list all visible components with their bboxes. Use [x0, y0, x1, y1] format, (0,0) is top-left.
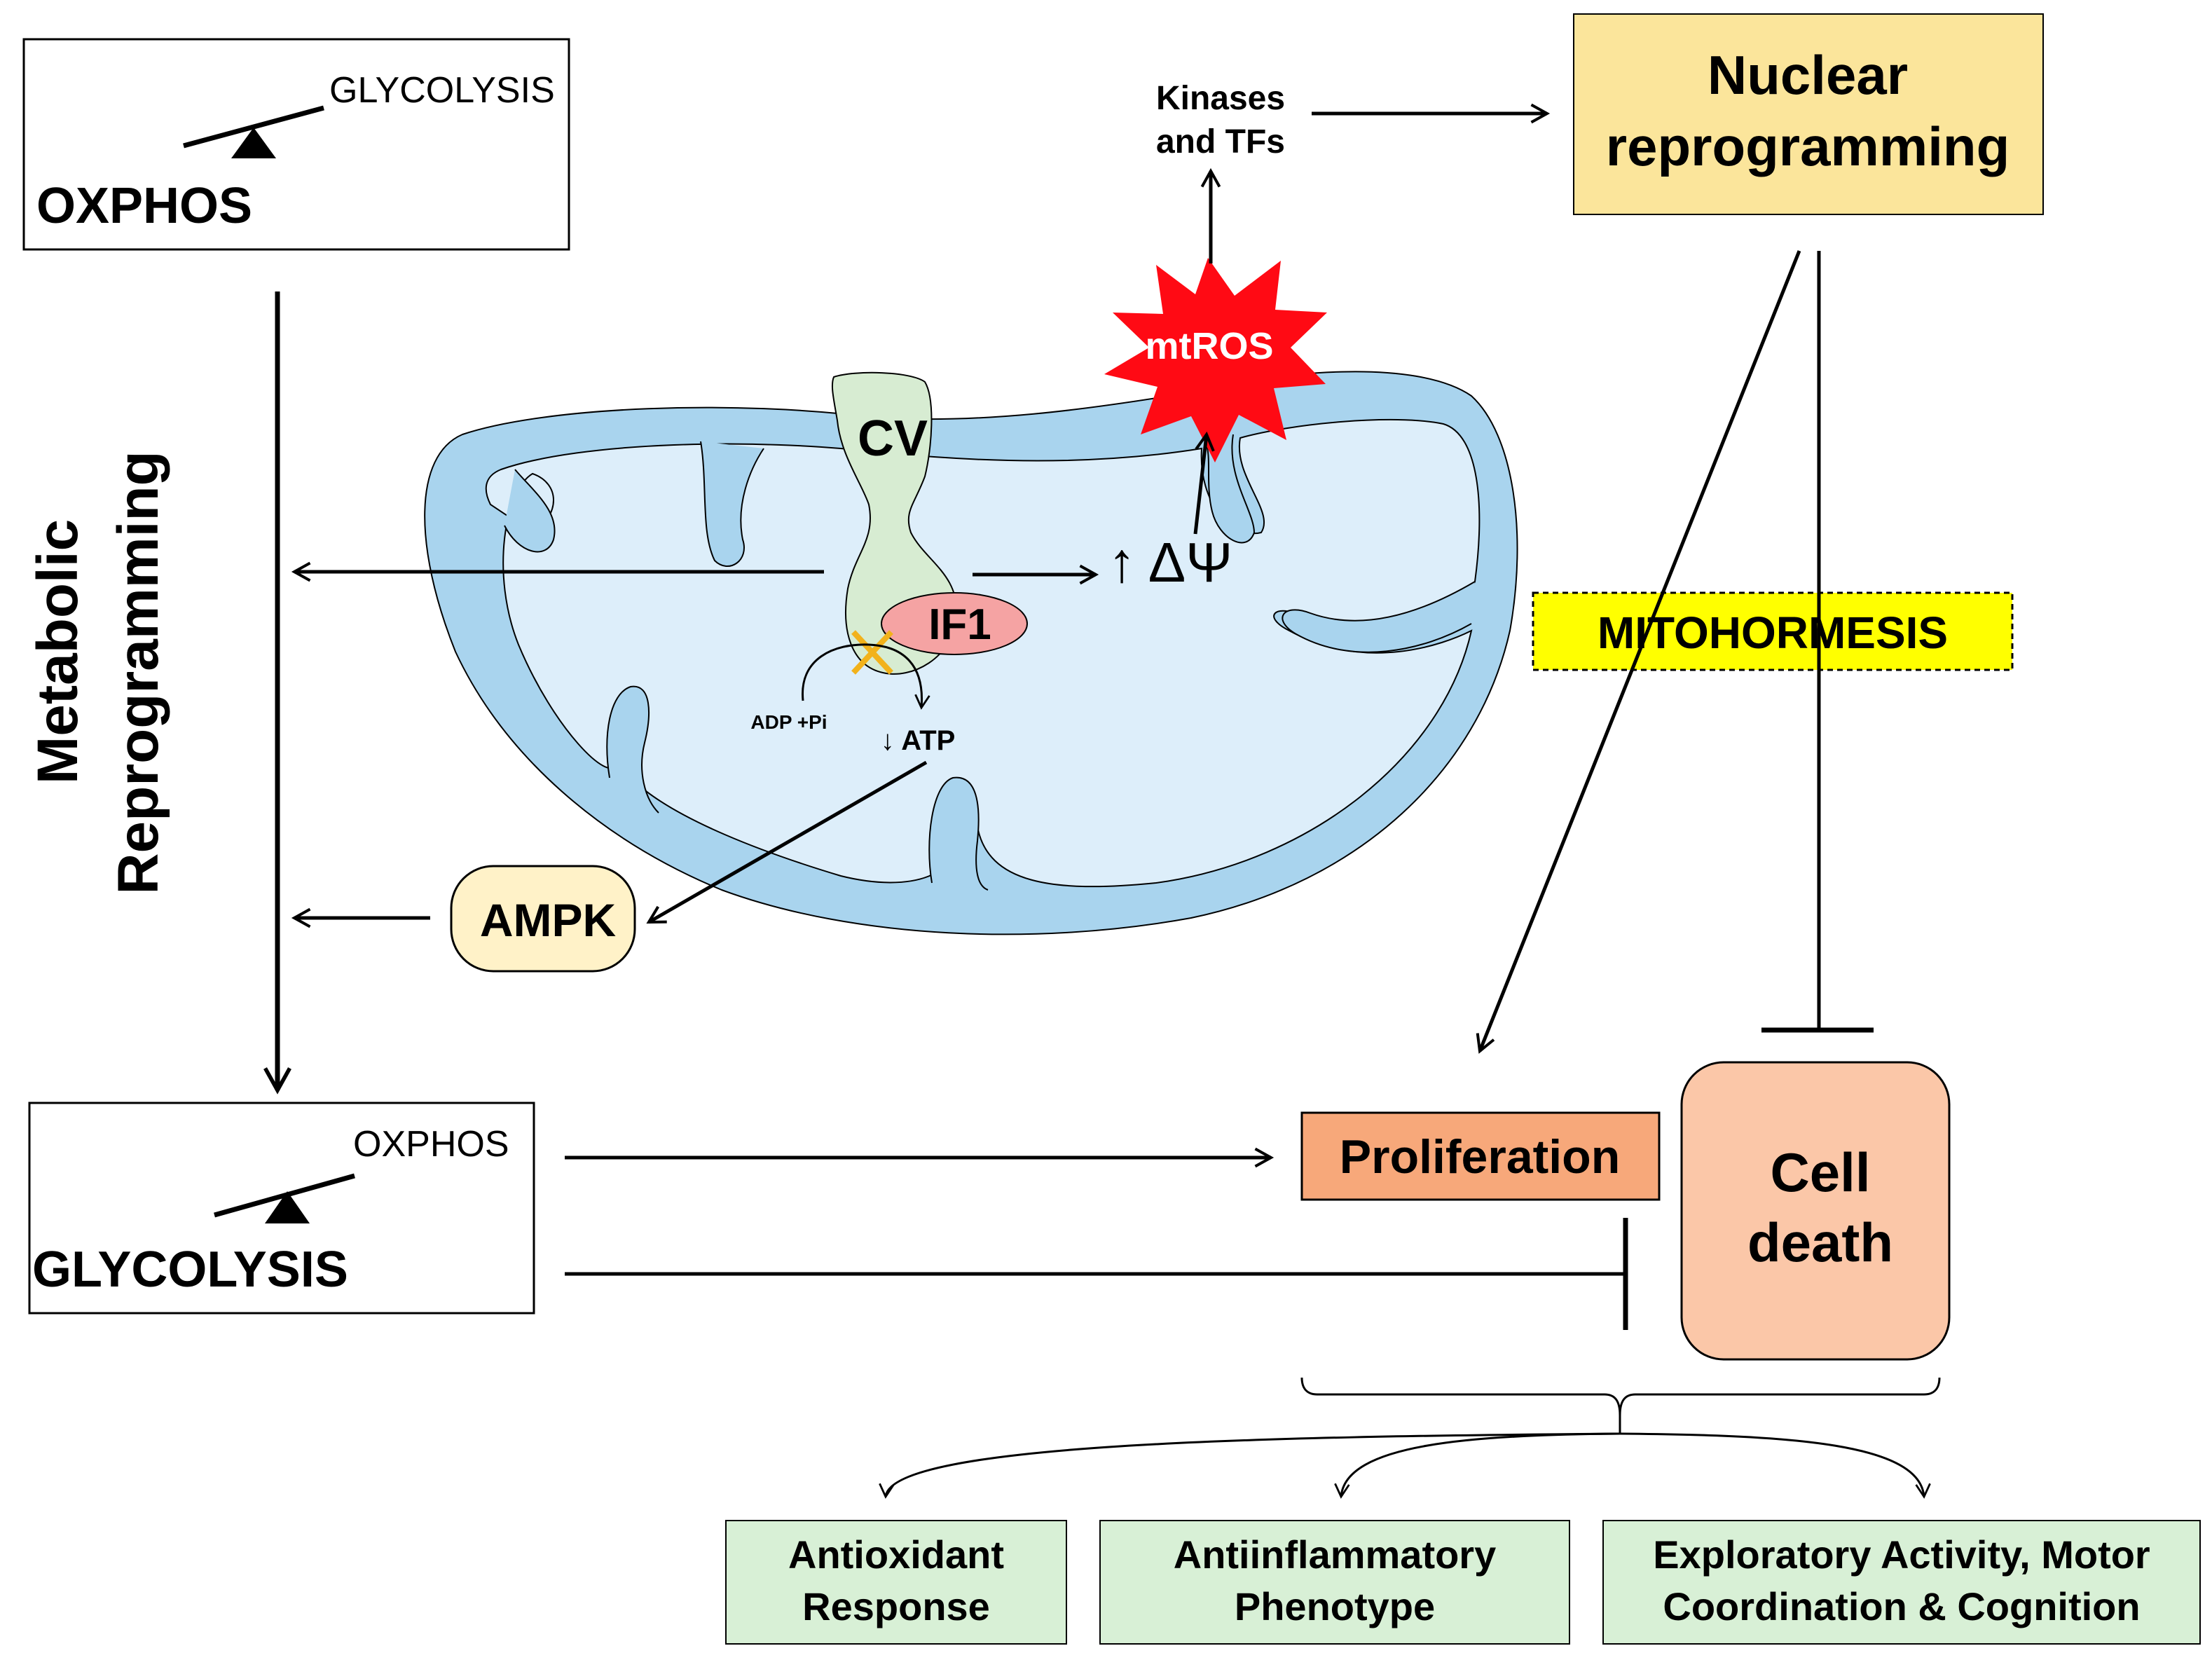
- mtros-burst-icon: [1104, 258, 1327, 462]
- nuclear-reprogramming-box: Nuclear reprogramming: [1573, 13, 2044, 215]
- outcomes-bracket: [1300, 1377, 1941, 1416]
- atp-synthesis-curve: [802, 643, 930, 710]
- outcome-antiinflammatory-box: Antiinflammatory Phenotype: [1099, 1520, 1570, 1645]
- metabolic-label-line2: Reprogramming: [107, 451, 170, 894]
- bracket-to-antiinflammatory-arrow: [1334, 1432, 1621, 1499]
- metabolic-label-line1: Metabolic: [26, 519, 90, 784]
- cell-death-box: Cell death: [1680, 1061, 1951, 1361]
- bracket-to-antioxidant-arrow: [879, 1432, 1621, 1499]
- outcome-antiinflammatory-line2: Phenotype: [1235, 1584, 1435, 1628]
- cell-death-line2: death: [1747, 1212, 1893, 1273]
- potential-to-ros-arrow: [1193, 431, 1215, 535]
- kinases-line1: Kinases: [1156, 80, 1285, 117]
- kinases-line2: and TFs: [1156, 123, 1285, 160]
- cell-death-line1: Cell: [1770, 1141, 1870, 1203]
- oxphos-dominant-box: GLYCOLYSIS OXPHOS: [22, 38, 570, 251]
- atp-label: ↓ ATP: [881, 725, 956, 756]
- adp-label: ADP +Pi: [750, 711, 827, 733]
- nuclear-line2: reprogramming: [1606, 116, 2010, 177]
- mtros-label: mtROS: [1145, 325, 1273, 367]
- bracket-to-behavior-arrow: [1619, 1432, 1931, 1499]
- proliferation-label: Proliferation: [1340, 1130, 1621, 1184]
- glycolysis-heavy-label: GLYCOLYSIS: [32, 1242, 348, 1298]
- mitohormesis-label: MITOHORMESIS: [1598, 608, 1948, 658]
- seesaw-beam-icon: [183, 105, 324, 149]
- membrane-potential-label: ↑ ΔΨ: [1108, 531, 1232, 594]
- mito-crista: [928, 776, 989, 891]
- outcome-antioxidant-line2: Response: [802, 1584, 990, 1628]
- mito-crista: [1204, 434, 1256, 544]
- inhibition-x-icon: [851, 630, 893, 675]
- seesaw-fulcrum-icon: [265, 1191, 310, 1223]
- mito-crista: [1282, 581, 1476, 653]
- mito-crista: [700, 441, 764, 568]
- outcome-behavior-line2: Coordination & Cognition: [1663, 1584, 2140, 1628]
- mitohormesis-box: MITOHORMESIS: [1532, 591, 2014, 671]
- nuclear-inhibits-cell-death: [1761, 251, 1874, 1033]
- oxphos-light-label: OXPHOS: [353, 1124, 509, 1165]
- outcome-behavior-box: Exploratory Activity, Motor Coordination…: [1602, 1520, 2201, 1645]
- mito-crista: [504, 469, 556, 553]
- if1-ellipse: [881, 592, 1028, 655]
- glycolysis-dominant-box: OXPHOS GLYCOLYSIS: [28, 1102, 535, 1315]
- mito-crista: [606, 685, 659, 814]
- outcome-antiinflammatory-line1: Antiinflammatory: [1174, 1532, 1497, 1577]
- ampk-label: AMPK: [480, 894, 617, 946]
- nuclear-to-proliferation-arrow: [1476, 250, 1801, 1054]
- oxphos-heavy-label: OXPHOS: [36, 178, 252, 234]
- outcome-behavior-line1: Exploratory Activity, Motor: [1653, 1532, 2150, 1577]
- complex-v-label: CV: [858, 411, 928, 467]
- outcome-antioxidant-line1: Antioxidant: [788, 1532, 1004, 1577]
- glycolysis-inhibits-cell-death: [565, 1218, 1628, 1330]
- proliferation-box: Proliferation: [1300, 1111, 1661, 1201]
- if1-label: IF1: [928, 601, 991, 649]
- ampk-node: AMPK: [450, 865, 636, 973]
- atp-to-ampk-arrow: [646, 760, 928, 924]
- nuclear-line1: Nuclear: [1708, 44, 1908, 106]
- outcome-antioxidant-box: Antioxidant Response: [725, 1520, 1067, 1645]
- seesaw-fulcrum-icon: [231, 128, 276, 158]
- glycolysis-light-label: GLYCOLYSIS: [329, 70, 555, 111]
- seesaw-beam-icon: [214, 1173, 355, 1218]
